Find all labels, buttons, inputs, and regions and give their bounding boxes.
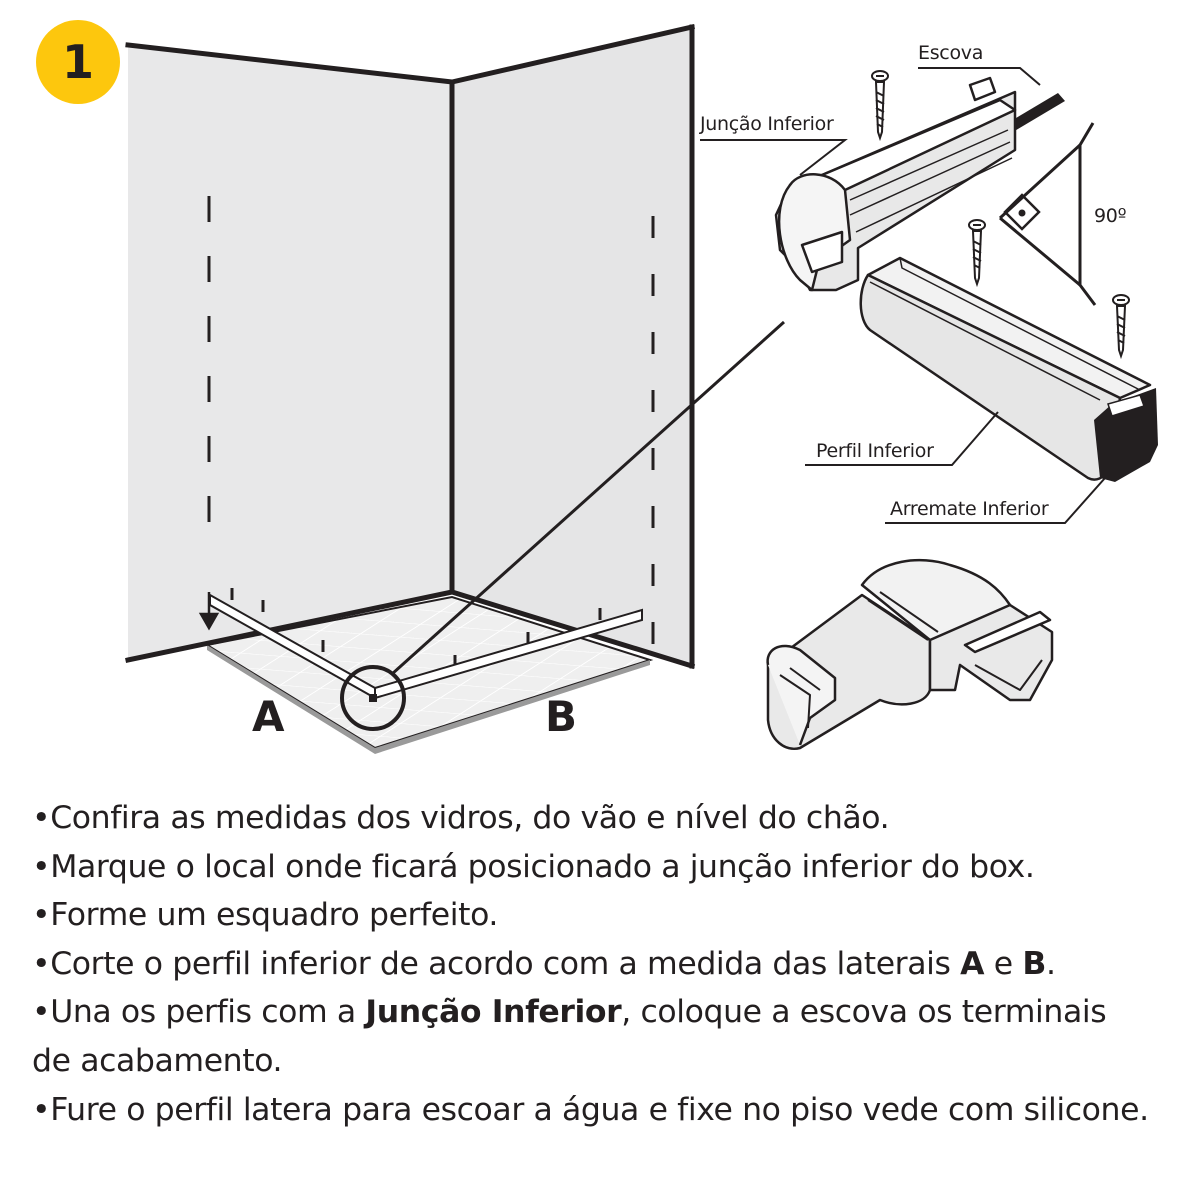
- wall-outlines: [125, 24, 696, 670]
- callout-angle: 90º: [1094, 205, 1127, 227]
- bullet: •: [32, 945, 51, 982]
- step-badge: 1: [36, 20, 120, 104]
- instruction-text: Marque o local onde ficará posicionado a…: [50, 848, 1035, 885]
- corner-joint: [766, 559, 1054, 751]
- instruction-emphasis: Junção Inferior: [365, 994, 622, 1031]
- bullet: •: [32, 1091, 51, 1128]
- instruction-text: e: [984, 945, 1023, 982]
- illustration: 1 A B Escova Junção Inferior 90º Perfil …: [36, 20, 1158, 754]
- instruction-text: Confira as medidas dos vidros, do vão e …: [50, 800, 890, 836]
- instruction-text: .: [1045, 945, 1056, 982]
- lower-profile: [859, 256, 1152, 481]
- callout-perfil-inferior: Perfil Inferior: [816, 440, 934, 462]
- screw-icon: [1112, 294, 1130, 360]
- instruction-item: •Confira as medidas dos vidros, do vão e…: [32, 794, 1182, 843]
- right-wall: [452, 27, 692, 666]
- instruction-text: , coloque a escova os terminais: [621, 994, 1107, 1031]
- side-label-a: A: [252, 692, 285, 741]
- bullet: •: [32, 800, 51, 836]
- bullet: •: [32, 897, 51, 934]
- floor-ticks: [230, 588, 602, 667]
- instruction-text: de acabamento.: [32, 1042, 283, 1079]
- instruction-emphasis: A: [960, 945, 985, 982]
- juncao-leader: [700, 139, 848, 176]
- instruction-item: •Una os perfis com a Junção Inferior, co…: [32, 988, 1182, 1037]
- callout-arremate-inferior: Arremate Inferior: [890, 498, 1049, 520]
- arrow-down-icon: [198, 592, 220, 631]
- zoom-connector: [390, 320, 786, 676]
- instruction-emphasis: B: [1022, 945, 1046, 982]
- screw-icon: [871, 70, 889, 142]
- upper-profile: [774, 76, 1017, 292]
- right-angle-symbol: [998, 122, 1097, 306]
- bullet: •: [32, 994, 51, 1031]
- instruction-item: •Fure o perfil latera para escoar a água…: [32, 1086, 1182, 1135]
- perfil-leader: [805, 411, 999, 466]
- screw-icon: [968, 219, 986, 288]
- instruction-text: Una os perfis com a: [50, 994, 366, 1031]
- corner-marker: [369, 694, 377, 702]
- instruction-item: •Corte o perfil inferior de acordo com a…: [32, 940, 1182, 989]
- zoom-circle: [340, 665, 406, 731]
- instruction-text: Forme um esquadro perfeito.: [50, 897, 499, 934]
- left-wall: [128, 45, 452, 660]
- instruction-text: Fure o perfil latera para escoar a água …: [50, 1091, 1149, 1128]
- instruction-item: •Forme um esquadro perfeito.: [32, 891, 1182, 940]
- instruction-item: •Marque o local onde ficará posicionado …: [32, 843, 1182, 892]
- side-label-b: B: [545, 692, 578, 741]
- bullet: •: [32, 848, 51, 885]
- shower-box-diagram: [125, 24, 1158, 754]
- instruction-text: Corte o perfil inferior de acordo com a …: [50, 945, 961, 982]
- arremate-leader: [885, 477, 1106, 524]
- floor-edge: [207, 645, 650, 754]
- callout-juncao-inferior: Junção Inferior: [700, 113, 834, 135]
- callout-escova: Escova: [918, 42, 984, 64]
- instruction-item: de acabamento.: [32, 1037, 1182, 1086]
- instruction-list: •Confira as medidas dos vidros, do vão e…: [32, 794, 1182, 1134]
- escova-leader: [918, 67, 1041, 86]
